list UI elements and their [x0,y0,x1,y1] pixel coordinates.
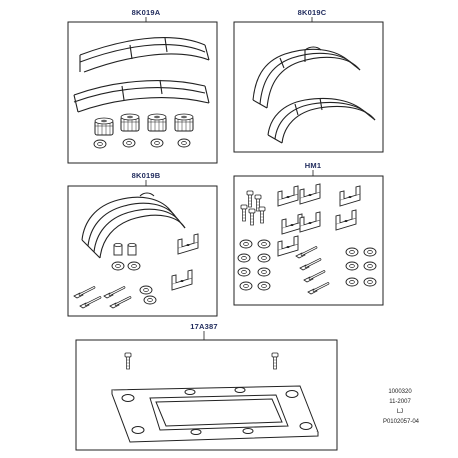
rail-frame-lower [267,97,376,144]
bracket [299,211,321,233]
spacer [127,242,137,256]
panel-label-hm1: HM1 [304,161,322,170]
bracket [277,185,299,207]
bracket [277,235,299,257]
plate-bolt-left [124,352,132,370]
panel-label-8k019a: 8K019A [131,8,161,17]
washer [111,261,125,271]
plate-bolt-right [271,352,279,370]
bracket [177,233,199,255]
washer [363,277,377,287]
washer [345,247,359,257]
bolt [302,270,326,284]
panel-8k019b [67,180,218,317]
bolt [248,208,256,226]
washer [122,138,136,148]
bolt [102,286,126,300]
bolt [294,246,318,260]
washer [139,285,153,295]
bolt [78,296,102,310]
washer [345,277,359,287]
washer [363,247,377,257]
knob-2 [120,113,140,132]
knob-3 [147,113,167,132]
washer [239,239,253,249]
washer [239,281,253,291]
panel-label-8k019c: 8K019C [297,8,327,17]
reference-mark: LJ [396,409,404,415]
bolt [108,296,132,310]
washer [257,281,271,291]
bracket [335,209,357,231]
washer [257,239,271,249]
bracket [171,269,193,291]
rail-frame-upper [252,46,361,109]
roof-bar-rail-lower [73,79,210,113]
reference-date: 11-2007 [389,399,411,405]
washer [257,267,271,277]
bolt [258,206,266,224]
knob-4 [174,113,194,132]
rail-frame [81,192,186,259]
bracket [281,213,303,235]
knob-1 [94,117,114,136]
bracket [339,185,361,207]
bolt [240,204,248,222]
panel-8k019c [233,17,384,153]
reference-part-ref: P0102057-04 [382,419,420,425]
panel-hm1 [233,170,384,306]
washer [345,261,359,271]
roof-bar-rail-upper [79,37,210,73]
bolt [298,258,322,272]
bolt [306,282,330,296]
washer [237,253,251,263]
mounting-plate [111,385,319,443]
spacer [113,242,123,256]
washer [93,139,107,149]
reference-code: 1000320 [388,389,412,395]
bolt [72,286,96,300]
washer [143,295,157,305]
panel-17a387 [75,331,338,451]
panel-label-8k019b: 8K019B [131,171,161,180]
washer [237,267,251,277]
bracket [299,183,321,205]
panel-label-17a387: 17A387 [190,322,218,331]
washer [150,138,164,148]
washer [257,253,271,263]
panel-8k019a [67,17,218,164]
washer [363,261,377,271]
bolt [246,190,254,208]
washer [177,138,191,148]
washer [127,261,141,271]
